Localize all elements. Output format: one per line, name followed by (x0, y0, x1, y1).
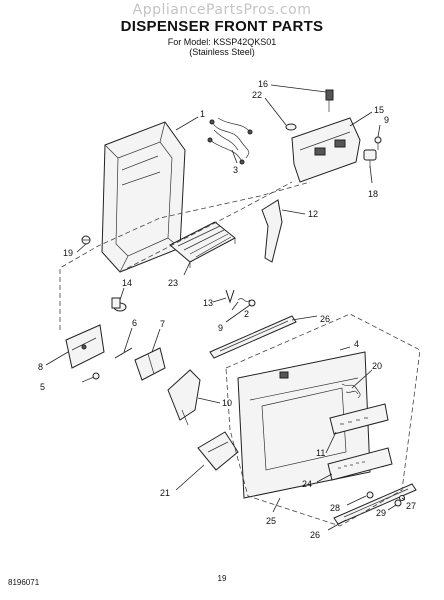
part-15-bracket (291, 117, 361, 183)
callout-26-lower: 26 (310, 530, 320, 540)
page-title: DISPENSER FRONT PARTS (120, 18, 324, 35)
callout-27: 27 (406, 501, 416, 511)
part-18-actuator (363, 149, 377, 168)
callout-7: 7 (160, 319, 165, 329)
leader-lines (45, 84, 406, 531)
callout-labels: 1 2 3 4 5 6 7 8 9 9 10 11 12 13 14 15 16… (38, 79, 416, 540)
watermark: AppliancePartsPros.com (132, 2, 312, 18)
callout-26-upper: 26 (320, 314, 330, 324)
callout-28: 28 (330, 503, 340, 513)
part-7-lever (134, 347, 166, 381)
callout-20: 20 (372, 361, 382, 371)
callout-23: 23 (168, 278, 178, 288)
part-22-connector (285, 123, 297, 131)
part-12-bracket (261, 199, 283, 263)
callout-21: 21 (160, 488, 170, 498)
part-10-actuator-arm (167, 369, 201, 426)
callout-24: 24 (302, 479, 312, 489)
callout-12: 12 (308, 209, 318, 219)
callout-1: 1 (200, 109, 205, 119)
part-2-spring (237, 298, 251, 302)
part-13-clip (225, 289, 235, 304)
part-11-control-board (329, 403, 389, 435)
callout-2: 2 (244, 309, 249, 319)
part-14-lamp (111, 297, 127, 312)
finish-line: (Stainless Steel) (189, 47, 255, 57)
callout-19: 19 (63, 248, 73, 258)
callout-11: 11 (316, 448, 325, 458)
part-3-wire-harness (207, 117, 253, 165)
part-16-switch (325, 89, 334, 112)
part-26-rail-lower (333, 483, 417, 525)
callout-8: 8 (38, 362, 43, 372)
callout-9-upper: 9 (384, 115, 389, 125)
part-5-screw (81, 372, 100, 383)
part-9-screw-lower (248, 299, 256, 307)
callout-9-lower: 9 (218, 323, 223, 333)
callout-29: 29 (376, 508, 386, 518)
part-21-funnel (197, 431, 239, 471)
assembly-line-left (59, 181, 311, 330)
callout-18: 18 (368, 189, 378, 199)
callout-10: 10 (222, 398, 232, 408)
callout-22: 22 (252, 90, 262, 100)
part-8-housing (65, 324, 105, 369)
callout-13: 13 (203, 298, 213, 308)
callout-4: 4 (354, 339, 359, 349)
document-number: 8196071 (8, 578, 40, 587)
callout-15: 15 (374, 105, 384, 115)
part-1-housing (101, 121, 186, 273)
part-29-screw (394, 499, 402, 507)
part-19-screw (81, 235, 91, 245)
part-26-rail-upper (209, 315, 297, 359)
callout-14: 14 (122, 278, 132, 288)
part-6-pin (114, 347, 133, 359)
callout-5: 5 (40, 382, 45, 392)
callout-16: 16 (258, 79, 268, 89)
callout-25: 25 (266, 516, 276, 526)
part-28-clip (366, 491, 374, 499)
part-20-harness (341, 383, 361, 399)
callout-3: 3 (233, 165, 238, 175)
part-9-screw-upper (374, 136, 382, 150)
part-23-drip-tray (169, 221, 236, 268)
assembly-boundary (225, 313, 421, 527)
model-line: For Model: KSSP42QKS01 (167, 37, 277, 47)
callout-6: 6 (132, 318, 137, 328)
page-number: 19 (217, 574, 227, 583)
